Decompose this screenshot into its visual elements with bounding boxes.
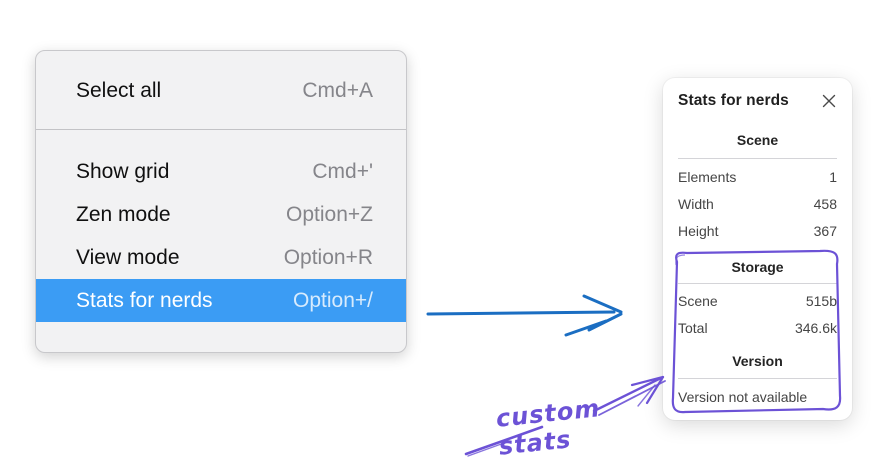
stats-panel-title: Stats for nerds bbox=[678, 92, 789, 109]
menu-item-shortcut: Cmd+' bbox=[312, 159, 373, 183]
menu-divider bbox=[36, 129, 406, 130]
menu-item-label: Stats for nerds bbox=[76, 288, 213, 312]
stat-row-height: Height 367 bbox=[678, 218, 837, 245]
menu-item-view-mode[interactable]: View mode Option+R bbox=[36, 236, 406, 279]
menu-item-shortcut: Cmd+A bbox=[302, 78, 373, 102]
menu-item-zen-mode[interactable]: Zen mode Option+Z bbox=[36, 193, 406, 236]
storage-rows: Scene 515b Total 346.6k bbox=[678, 288, 837, 342]
section-heading-storage: Storage bbox=[731, 259, 784, 275]
stat-value: 1 bbox=[829, 169, 837, 185]
stat-value: 515b bbox=[805, 293, 837, 309]
section-heading-scene: Scene bbox=[736, 132, 779, 148]
stat-row-width: Width 458 bbox=[678, 191, 837, 218]
section-heading-version: Version bbox=[732, 353, 783, 369]
menu-item-select-all[interactable]: Select all Cmd+A bbox=[36, 69, 406, 112]
menu-item-shortcut: Option+Z bbox=[286, 202, 373, 226]
stat-label: Width bbox=[678, 196, 714, 212]
stat-value: 346.6k bbox=[794, 320, 837, 336]
menu-item-label: Show grid bbox=[76, 159, 170, 183]
stat-value: 367 bbox=[813, 223, 837, 239]
stat-row-total-size: Total 346.6k bbox=[678, 315, 837, 342]
menu-item-shortcut: Option+R bbox=[283, 245, 373, 269]
stat-value: 458 bbox=[813, 196, 837, 212]
stat-row-scene-size: Scene 515b bbox=[678, 288, 837, 315]
menu-item-stats-for-nerds[interactable]: Stats for nerds Option+/ bbox=[36, 279, 406, 322]
context-menu: Select all Cmd+A Show grid Cmd+' Zen mod… bbox=[35, 50, 407, 353]
version-note: Version not available bbox=[678, 389, 808, 405]
stat-row-elements: Elements 1 bbox=[678, 164, 837, 191]
stats-panel: Stats for nerds Scene Elements 1 Width 4… bbox=[663, 78, 852, 420]
close-icon[interactable] bbox=[821, 93, 837, 109]
stat-label: Scene bbox=[678, 293, 718, 309]
stat-label: Total bbox=[678, 320, 708, 336]
menu-item-label: View mode bbox=[76, 245, 180, 269]
stat-label: Height bbox=[678, 223, 719, 239]
scene-rows: Elements 1 Width 458 Height 367 bbox=[678, 164, 837, 245]
menu-item-label: Select all bbox=[76, 78, 162, 102]
section-divider bbox=[678, 283, 837, 284]
section-divider bbox=[678, 378, 837, 379]
section-divider bbox=[678, 158, 837, 159]
menu-item-shortcut: Option+/ bbox=[293, 288, 373, 312]
stat-label: Elements bbox=[678, 169, 737, 185]
menu-item-show-grid[interactable]: Show grid Cmd+' bbox=[36, 150, 406, 193]
stats-panel-header: Stats for nerds bbox=[678, 90, 837, 112]
annotation-arrow bbox=[464, 375, 666, 457]
menu-item-label: Zen mode bbox=[76, 202, 171, 226]
arrow-menu-to-panel bbox=[426, 294, 623, 337]
